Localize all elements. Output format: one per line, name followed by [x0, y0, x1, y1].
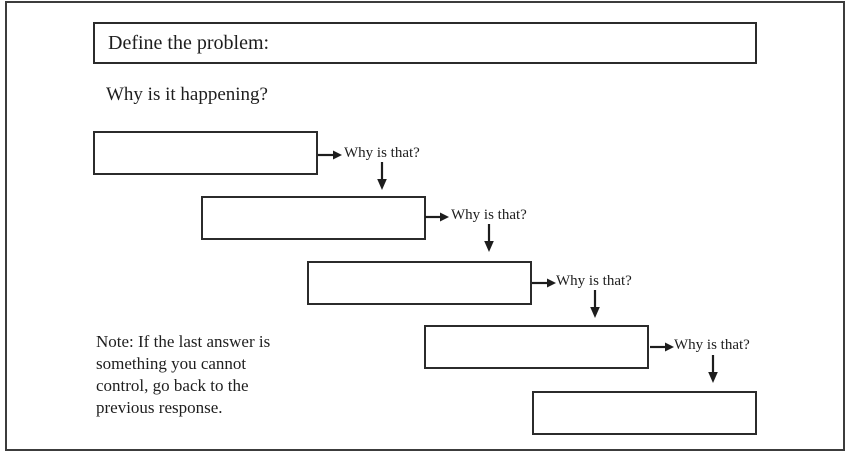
- define-problem-label: Define the problem:: [108, 31, 270, 54]
- note-line: Note: If the last answer is: [96, 332, 271, 351]
- down-arrow-icon: [708, 355, 718, 383]
- why-is-that-label: Why is that?: [674, 337, 750, 353]
- answer-box-4: [424, 325, 649, 369]
- answer-box-5: [532, 391, 757, 435]
- right-arrow-icon: [318, 150, 342, 160]
- note-line: something you cannot: [96, 354, 247, 373]
- right-arrow-icon: [425, 212, 449, 222]
- define-problem-box: Define the problem:: [93, 22, 757, 64]
- right-arrow-icon: [532, 278, 556, 288]
- down-arrow-icon: [590, 290, 600, 318]
- answer-box-2: [201, 196, 426, 240]
- right-arrow-icon: [650, 342, 674, 352]
- answer-box-3: [307, 261, 532, 305]
- why-is-that-label: Why is that?: [556, 273, 632, 289]
- answer-box-1: [93, 131, 318, 175]
- why-is-that-label: Why is that?: [344, 145, 420, 161]
- down-arrow-icon: [484, 224, 494, 252]
- down-arrow-icon: [377, 162, 387, 190]
- why-happening-question: Why is it happening?: [106, 84, 268, 105]
- note-line: previous response.: [96, 398, 223, 417]
- why-is-that-label: Why is that?: [451, 207, 527, 223]
- note-line: control, go back to the: [96, 376, 249, 395]
- note-text: Note: If the last answer is something yo…: [96, 331, 270, 419]
